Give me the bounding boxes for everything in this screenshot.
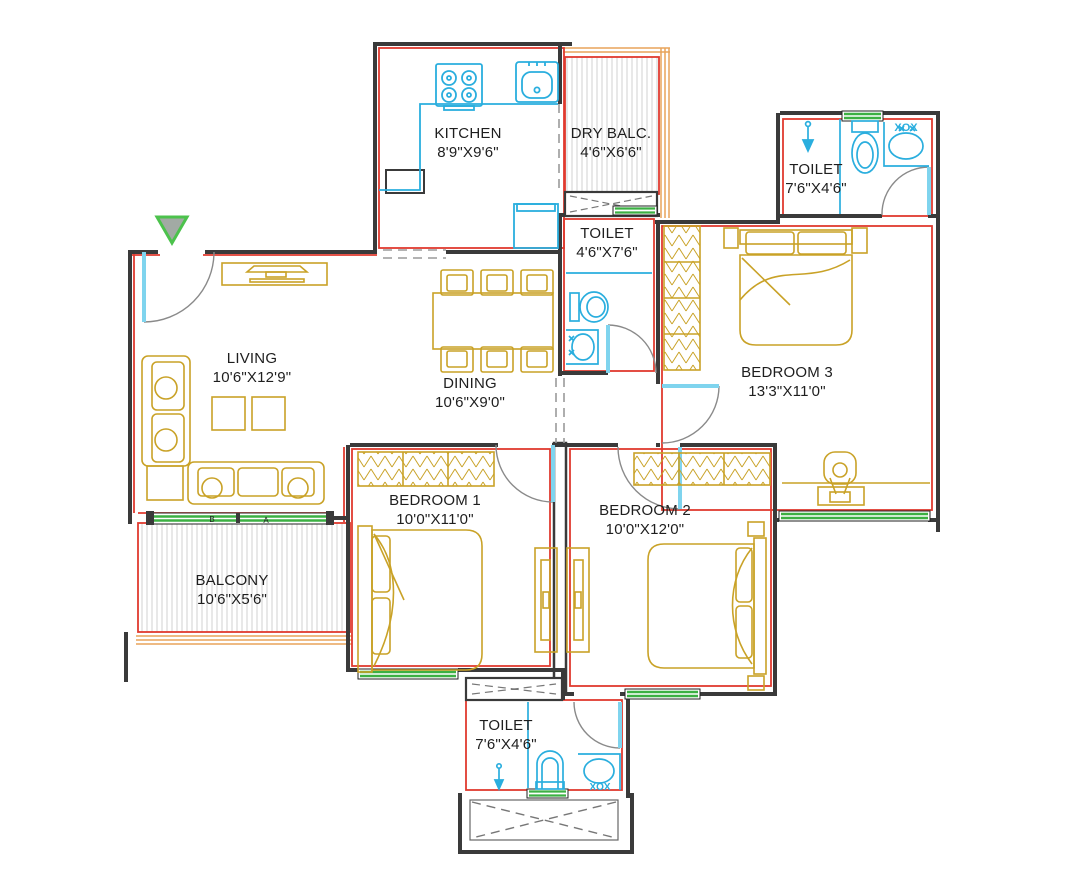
doors — [142, 166, 931, 749]
dry-balcony-sill — [563, 190, 659, 218]
toilet-bottom-window — [526, 788, 569, 799]
orange-trim-lines — [136, 47, 670, 645]
furniture — [141, 225, 930, 691]
dresser — [534, 547, 558, 653]
toilet-middle-door — [606, 324, 657, 374]
washbasin-icon — [566, 329, 599, 365]
wardrobe-bedroom2 — [633, 452, 771, 486]
kitchen-counter-edge — [379, 103, 558, 191]
ledge-shelf — [464, 676, 564, 702]
side-table — [146, 465, 184, 501]
toilet-middle-fixtures — [566, 272, 652, 365]
bedroom2-window — [624, 688, 701, 700]
tv-unit — [221, 262, 328, 286]
dining-chair — [520, 269, 554, 296]
toilet-top-window — [841, 110, 884, 122]
toilet-top-fixtures: XOX — [801, 119, 929, 214]
bed-3 — [723, 227, 868, 346]
dining-chair — [480, 346, 514, 373]
bed-2 — [647, 521, 767, 691]
toilet-bottom-fixtures: XOX — [493, 702, 621, 793]
bedroom1-door — [495, 444, 555, 503]
washbasin-icon — [578, 753, 621, 790]
wc-icon — [851, 120, 879, 174]
wardrobe-bedroom3 — [663, 225, 701, 371]
sofa-three-seat — [187, 461, 325, 505]
toilet-top-door — [881, 166, 931, 216]
balcony-slider-window — [146, 511, 334, 525]
windows — [146, 110, 931, 799]
sink-icon — [515, 61, 559, 103]
dining-chair — [440, 269, 474, 296]
study-desk — [782, 482, 930, 506]
fixture-code-top: XOX — [894, 122, 918, 134]
balcony-hatch — [138, 523, 350, 632]
bedroom3-window — [778, 510, 931, 522]
shower-icon — [801, 120, 815, 154]
fridge-icon — [513, 203, 559, 249]
dry-balcony-hatch — [565, 57, 659, 194]
wardrobe-bedroom1 — [357, 451, 495, 487]
dry-balcony-vent — [612, 205, 658, 216]
slider-tag-b: B — [209, 515, 214, 524]
kitchen-fixtures — [379, 61, 559, 249]
wc-icon — [535, 750, 565, 790]
person-at-desk-icon — [823, 451, 857, 503]
coffee-table — [211, 396, 246, 431]
fixture-code-bottom: XOX — [589, 782, 610, 793]
bedroom1-window — [357, 668, 459, 680]
sofa-two-seat — [141, 355, 191, 467]
walls — [124, 42, 940, 854]
shower-icon — [493, 762, 505, 792]
service-shaft — [469, 799, 619, 841]
bed-1 — [357, 525, 483, 673]
dining-chair — [440, 346, 474, 373]
red-wall-lines — [130, 47, 933, 791]
bedroom3-door — [661, 384, 720, 444]
entry-marker — [154, 215, 190, 247]
entrance-door — [142, 251, 215, 323]
dining-chair — [520, 346, 554, 373]
wc-icon — [569, 291, 609, 323]
washbasin-icon — [883, 122, 929, 167]
dining-table-set — [432, 269, 554, 373]
dining-chair — [480, 269, 514, 296]
slider-tag-a: A — [263, 516, 269, 525]
toilet-bottom-door — [573, 701, 622, 749]
dashed-opening-lines — [383, 104, 565, 443]
dresser — [566, 547, 590, 653]
coffee-table — [251, 396, 286, 431]
stove-icon — [435, 63, 483, 111]
